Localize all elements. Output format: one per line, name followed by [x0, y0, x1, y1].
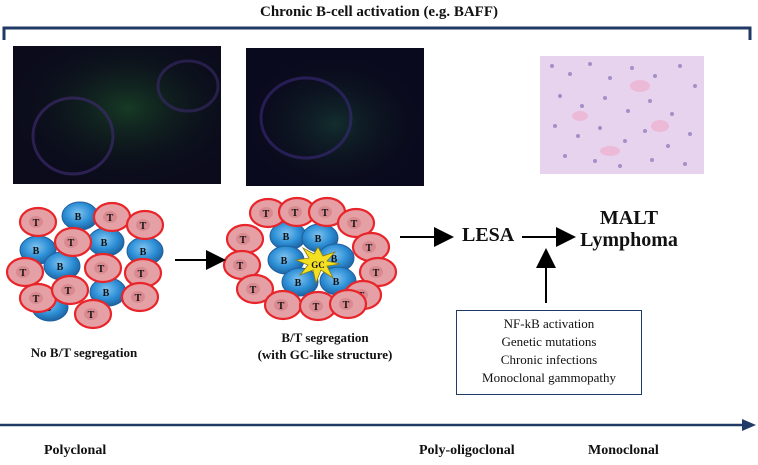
- cell-label: T: [373, 268, 380, 279]
- axis-label-poly-oligoclonal: Poly-oligoclonal: [419, 443, 515, 458]
- cell-label: T: [107, 213, 114, 224]
- t-cell: T: [248, 197, 288, 229]
- t-cell: T: [307, 196, 347, 228]
- axis-label-monoclonal: Monoclonal: [588, 443, 659, 458]
- t-cell: T: [73, 298, 113, 330]
- cell-label: B: [281, 256, 288, 267]
- t-cell: T: [53, 226, 93, 258]
- cell-label: B: [283, 232, 290, 243]
- cluster-no-segregation: BBBBBBBTTTTTTTTTTT: [5, 201, 165, 330]
- cell-label: T: [138, 269, 145, 280]
- cell-label: B: [75, 212, 82, 223]
- cell-label: T: [351, 219, 358, 230]
- cluster-with-segregation: BBBBBBTTTTTTTTTTTTT: [222, 196, 398, 322]
- cell-label: T: [65, 286, 72, 297]
- t-cell: T: [263, 289, 303, 321]
- histology-image-right: [540, 56, 704, 174]
- cell-label: B: [140, 247, 147, 258]
- t-cell: T: [222, 249, 262, 281]
- cell-label: T: [240, 235, 247, 246]
- cell-label: T: [98, 264, 105, 275]
- axis-label-polyclonal: Polyclonal: [44, 443, 107, 458]
- cell-label: B: [101, 238, 108, 249]
- cell-label: T: [322, 208, 329, 219]
- page-title: Chronic B-cell activation (e.g. BAFF): [259, 4, 498, 20]
- b-cell: B: [61, 201, 99, 231]
- t-cell: T: [298, 290, 338, 322]
- t-cell: T: [336, 207, 376, 239]
- immunofluorescence-image-middle: [246, 48, 424, 186]
- t-cell: T: [83, 252, 123, 284]
- cell-label: T: [343, 300, 350, 311]
- caption-segregation: B/T segregation (with GC-like structure): [257, 330, 393, 362]
- cell-label: T: [366, 243, 373, 254]
- cell-label: T: [278, 301, 285, 312]
- cell-label: T: [292, 208, 299, 219]
- caption-no-segregation: No B/T segregation: [30, 345, 138, 360]
- immunofluorescence-image-left: [13, 46, 221, 184]
- factor-item: Chronic infections: [500, 352, 598, 367]
- cell-label: B: [57, 262, 64, 273]
- t-cell: T: [125, 209, 165, 241]
- germinal-center-star: GC: [294, 246, 341, 285]
- cell-label: T: [88, 310, 95, 321]
- t-cell: T: [235, 273, 275, 305]
- t-cell: T: [123, 257, 163, 289]
- cell-label: T: [135, 293, 142, 304]
- t-cell: T: [18, 282, 58, 314]
- stage-lesa: LESA: [462, 224, 515, 246]
- factor-item: Genetic mutations: [501, 334, 597, 349]
- cell-label: B: [103, 288, 110, 299]
- cell-label: T: [263, 209, 270, 220]
- stage-malt-lymphoma: MALT Lymphoma: [580, 207, 678, 251]
- svg-text:GC: GC: [311, 260, 325, 270]
- cell-label: B: [33, 246, 40, 257]
- t-cell: T: [18, 206, 58, 238]
- cell-label: T: [68, 238, 75, 249]
- cell-label: T: [313, 302, 320, 313]
- t-cell: T: [50, 274, 90, 306]
- t-cell: T: [5, 256, 45, 288]
- t-cell: T: [351, 231, 391, 263]
- t-cell: T: [225, 223, 265, 255]
- cell-label: B: [315, 234, 322, 245]
- cell-label: T: [237, 261, 244, 272]
- cell-label: B: [331, 254, 338, 265]
- cell-label: B: [333, 277, 340, 288]
- t-cell: T: [92, 201, 132, 233]
- cell-label: B: [295, 278, 302, 289]
- t-cell: T: [120, 281, 160, 313]
- cell-label: T: [33, 294, 40, 305]
- factor-item: Monoclonal gammopathy: [482, 370, 616, 385]
- t-cell: T: [328, 288, 368, 320]
- cell-label: T: [20, 268, 27, 279]
- cell-label: T: [140, 221, 147, 232]
- b-cell: B: [281, 267, 319, 297]
- b-cell: B: [87, 227, 125, 257]
- factor-item: NF-kB activation: [503, 316, 595, 331]
- contributing-factors-box: NF-kB activation Genetic mutations Chron…: [456, 310, 642, 395]
- cell-label: T: [250, 285, 257, 296]
- cell-label: T: [33, 218, 40, 229]
